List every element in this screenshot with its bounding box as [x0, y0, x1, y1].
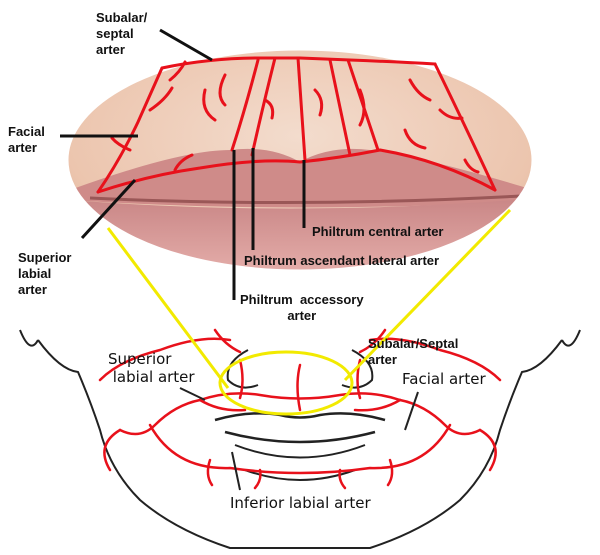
label-superior-labial-top: Superior labial arter [18, 250, 72, 297]
label-superior-labial-bottom: Superior labial arter [108, 350, 195, 386]
face-pointer-inferior [231, 451, 241, 491]
pointer-lines [60, 28, 306, 300]
zoomed-lip-oval [67, 49, 533, 271]
label-facial-top: Facial arter [8, 124, 45, 155]
label-facial-bottom: Facial arter [402, 370, 486, 388]
label-philtrum-ascendant-lateral: Philtrum ascendant lateral arter [244, 253, 440, 268]
zoom-indicator [106, 208, 512, 416]
face-pointer-facial [404, 391, 419, 431]
face-arteries [98, 328, 502, 490]
oval-arteries [96, 56, 497, 194]
face-outline [19, 329, 581, 549]
label-inferior-labial: Inferior labial arter [230, 494, 371, 512]
label-philtrum-central: Philtrum central arter [312, 224, 444, 239]
label-subalar-septal-top: Subalar/ septal arter [96, 10, 148, 57]
face-pointer-superior [179, 387, 206, 401]
label-subalar-septal-bottom: Subalar/Septal arter [368, 336, 459, 367]
label-philtrum-accessory: Philtrum accessory arter [240, 292, 364, 323]
